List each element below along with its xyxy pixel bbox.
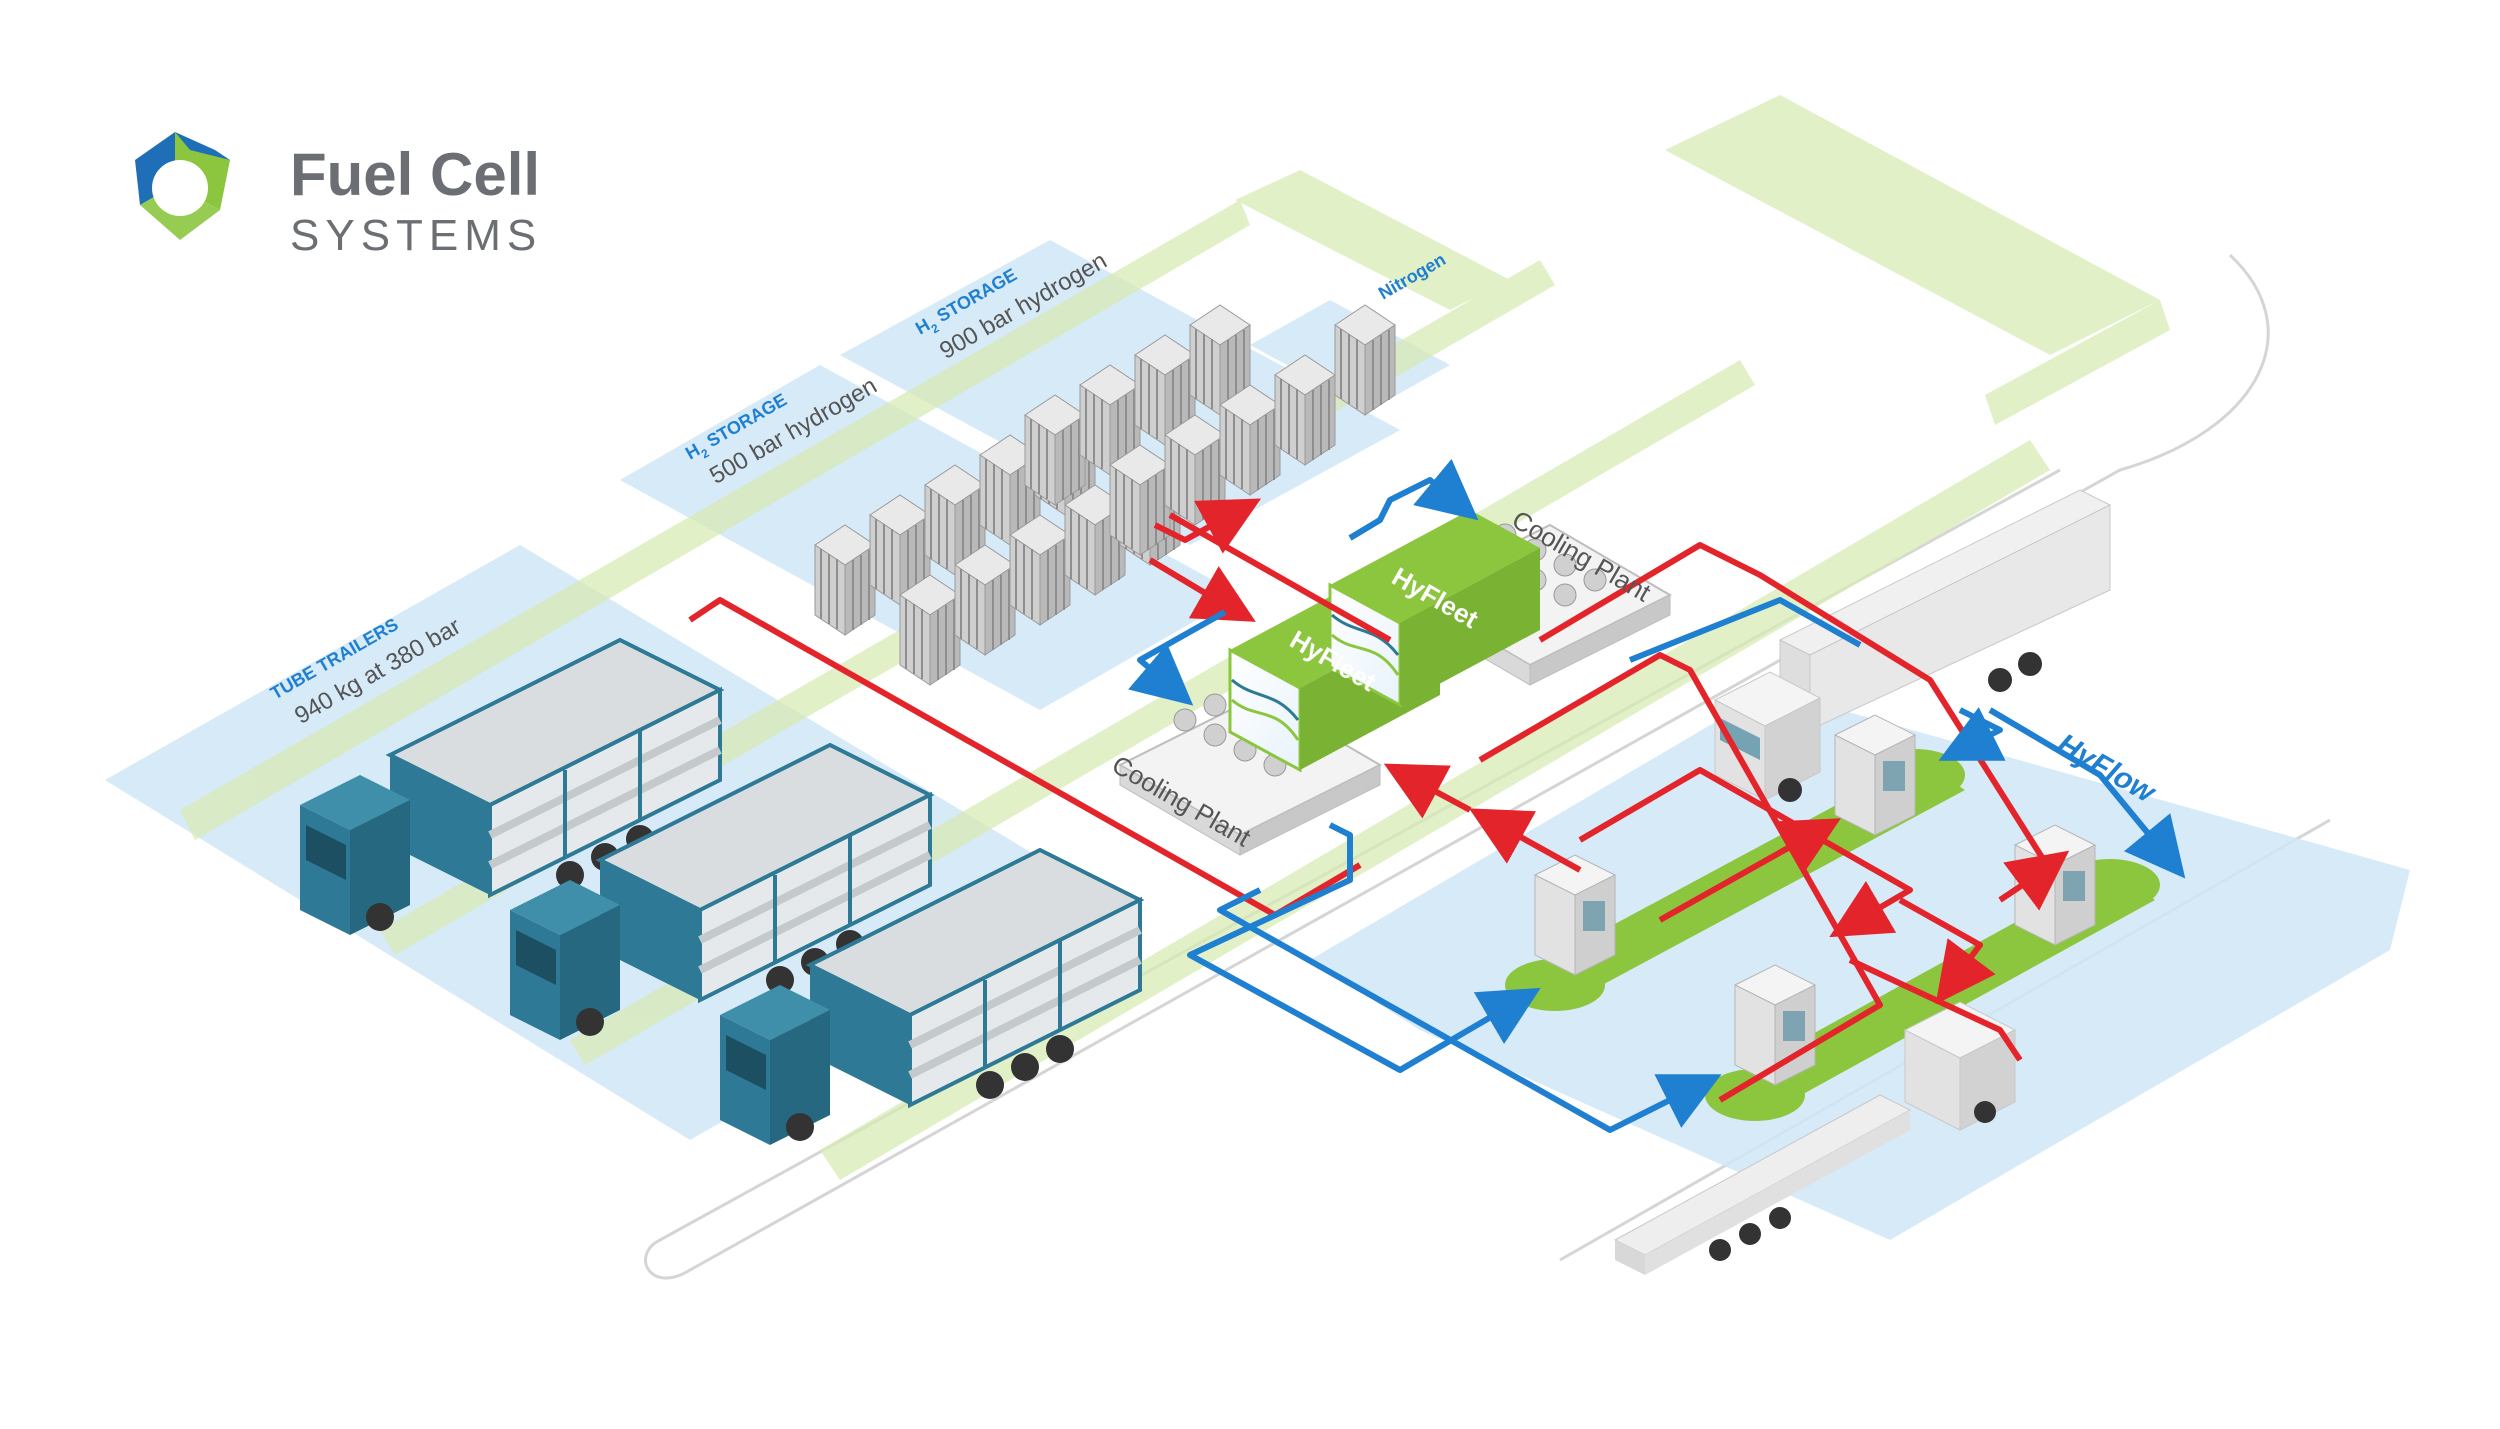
- hyfleet-unit-2: [1328, 510, 1540, 708]
- logo-subtitle: SYSTEMS: [290, 211, 542, 260]
- fuel-cell-systems-logo-icon: [135, 132, 230, 240]
- semi-truck-icon: [1713, 489, 2112, 802]
- flatbed-trailer-icon: [1613, 1001, 2017, 1275]
- coolant-lines: [1128, 458, 2186, 1133]
- logo-title: Fuel Cell: [290, 141, 540, 208]
- road-outline: [644, 253, 2270, 1280]
- nitrogen-rack-icon: [1334, 304, 1396, 416]
- hydrogen-lines: [688, 498, 2070, 1103]
